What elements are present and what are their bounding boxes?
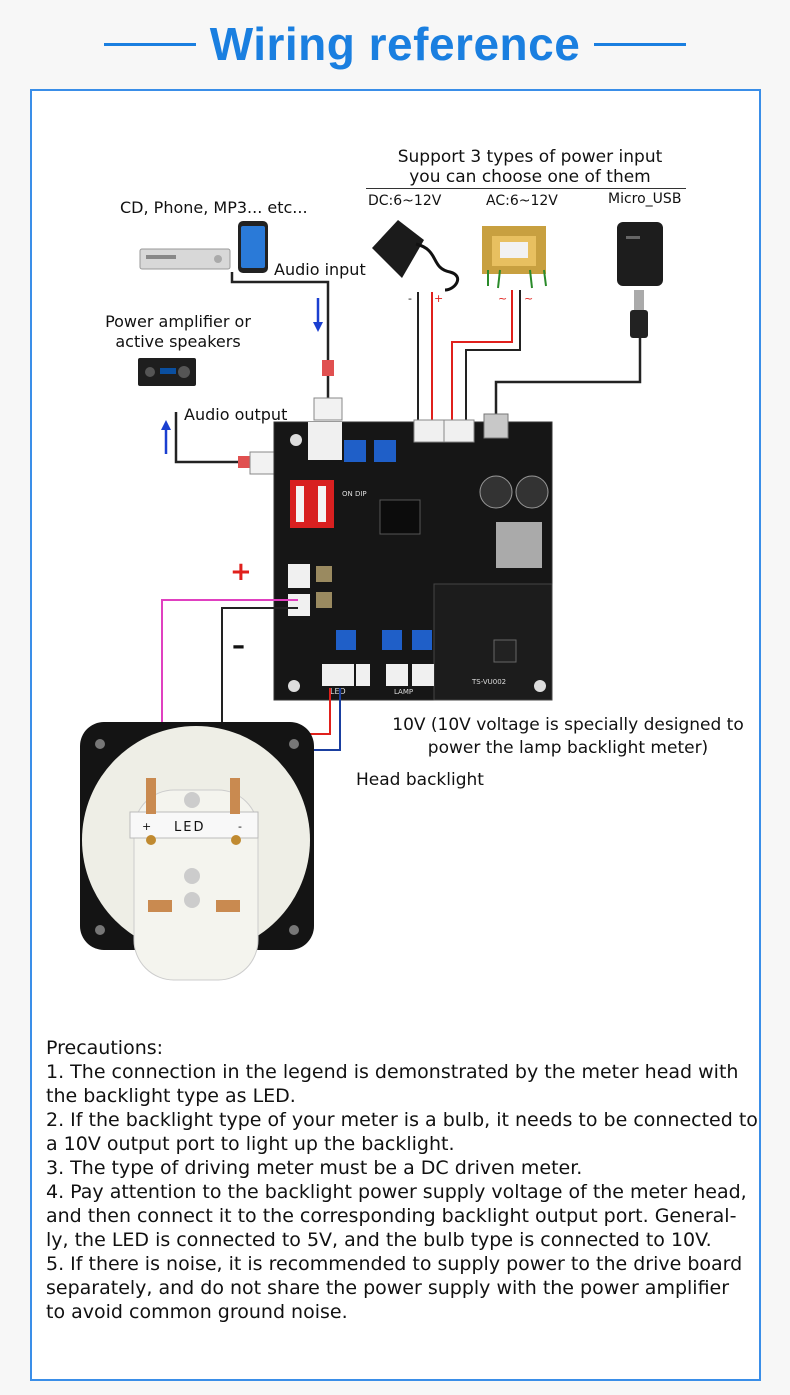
arrow-down-icon [313, 298, 323, 332]
power-heading-line2: you can choose one of them [409, 167, 651, 187]
precaution-line: a 10V output port to light up the backli… [46, 1133, 455, 1155]
precaution-line: 2. If the backlight type of your meter i… [46, 1109, 758, 1131]
board-model-silk: TS-VU002 [471, 678, 506, 686]
usb-label: Micro_USB [608, 191, 682, 207]
sources-label: CD, Phone, MP3... etc... [120, 198, 308, 217]
meter-plus: + [142, 820, 151, 833]
precaution-line: ly, the LED is connected to 5V, and the … [46, 1229, 712, 1251]
precautions: Precautions: 1. The connection in the le… [46, 1036, 766, 1324]
board-dip-silk: ON DIP [342, 490, 367, 498]
dc-minus-pin: - [408, 292, 412, 305]
amp-label: Power amplifier or active speakers [86, 312, 270, 352]
power-heading-line1: Support 3 types of power input [397, 147, 663, 167]
precaution-line: 5. If there is noise, it is recommended … [46, 1253, 743, 1275]
ac-label: AC:6~12V [486, 193, 558, 209]
page-title: Wiring reference [209, 18, 581, 70]
lamp-note-line1: 10V (10V voltage is specially designed t… [392, 715, 744, 735]
precaution-line: the backlight type as LED. [46, 1085, 296, 1107]
power-heading-rule [366, 188, 686, 189]
precaution-line: 1. The connection in the legend is demon… [46, 1061, 739, 1083]
transformer-icon [482, 226, 547, 289]
precaution-line: 3. The type of driving meter must be a D… [46, 1157, 583, 1179]
driver-board: LED LAMP ON DIP TS-VU002 [273, 413, 553, 701]
dc-plus-pin: + [434, 292, 443, 305]
header: Wiring reference [0, 0, 790, 88]
audio-input-label: Audio input [274, 260, 366, 279]
lamp-note-line2: power the lamp backlight meter) [427, 738, 709, 758]
cd-player-icon [139, 248, 231, 270]
precautions-title: Precautions: [46, 1037, 164, 1059]
title-rule-right [594, 42, 687, 46]
lamp-note: 10V (10V voltage is specially designed t… [380, 714, 756, 760]
ac-pin-2: ~ [524, 292, 533, 305]
precaution-line: to avoid common ground noise. [46, 1301, 348, 1323]
title-rule-left [103, 42, 196, 46]
audio-output-label: Audio output [184, 405, 288, 424]
minus-sign: – [232, 631, 245, 661]
arrow-up-icon [161, 420, 171, 454]
dc-label: DC:6~12V [368, 193, 442, 209]
plus-sign: + [230, 557, 252, 587]
head-backlight-label: Head backlight [356, 770, 484, 790]
meter-minus: - [238, 820, 242, 833]
dc-adapter-icon [372, 220, 460, 292]
precaution-line: separately, and do not share the power s… [46, 1277, 730, 1299]
amp-label-line2: active speakers [115, 332, 241, 351]
meter-led: LED [174, 820, 205, 835]
meter-head: + LED - [80, 722, 314, 981]
phone-icon [238, 221, 268, 273]
wiring-diagram: - + ~ ~ [80, 220, 663, 981]
amplifier-icon [138, 358, 196, 386]
power-input-heading: Support 3 types of power input you can c… [370, 147, 690, 187]
precaution-line: and then connect it to the corresponding… [46, 1205, 737, 1227]
board-led-silk: LED [330, 687, 346, 696]
usb-charger-icon [617, 222, 663, 338]
amp-label-line1: Power amplifier or [105, 312, 251, 331]
board-lamp-silk: LAMP [394, 688, 413, 696]
ac-pin-1: ~ [498, 292, 507, 305]
precaution-line: 4. Pay attention to the backlight power … [46, 1181, 747, 1203]
